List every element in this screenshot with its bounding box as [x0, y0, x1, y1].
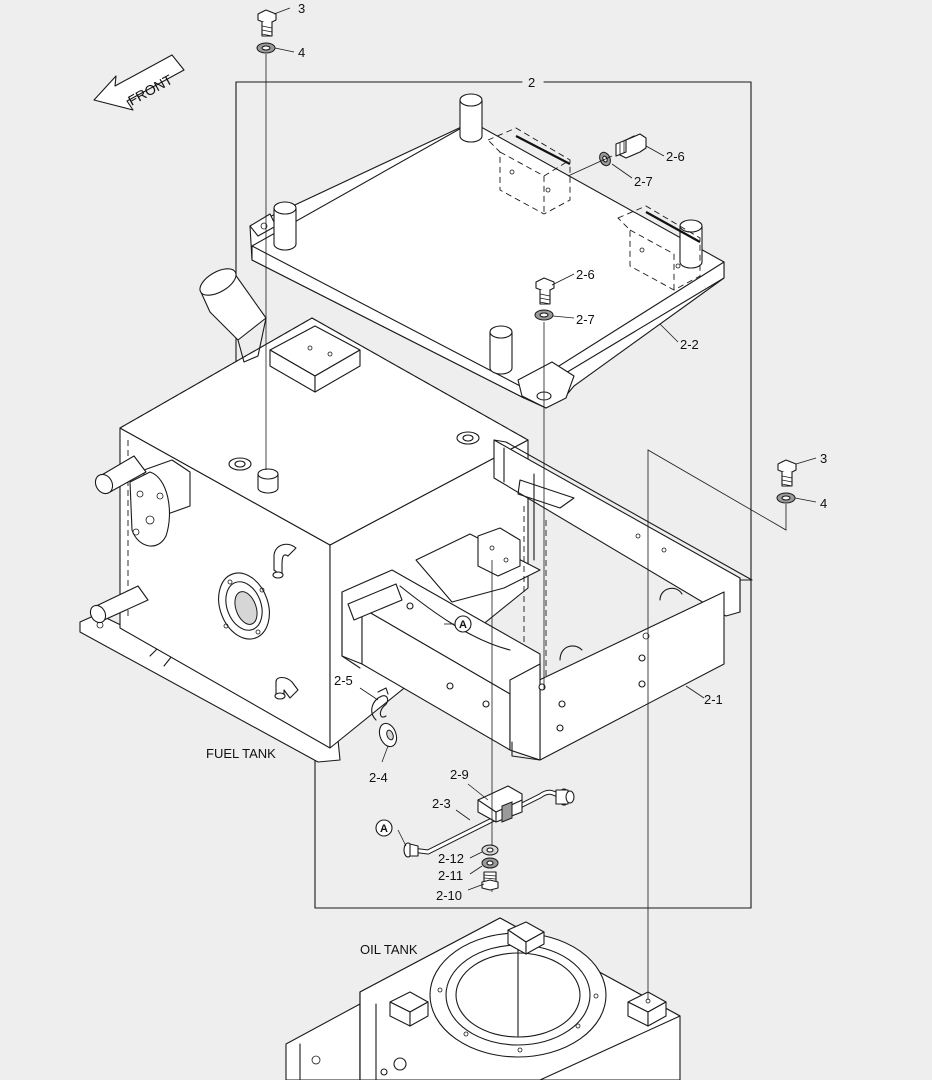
clamp-2-9 — [477, 785, 523, 823]
front-direction-arrow: FRONT — [93, 54, 185, 111]
callout-4-top: 4 — [298, 45, 305, 60]
fuel-tank-label: FUEL TANK — [206, 746, 276, 761]
callout-2-9: 2-9 — [450, 767, 469, 782]
callout-2-6-middle: 2-6 — [576, 267, 595, 282]
svg-text:A: A — [459, 619, 467, 631]
washer-2-11 — [481, 857, 499, 869]
svg-text:A: A — [380, 823, 388, 835]
clip-2-5 — [371, 687, 389, 721]
callout-2-1: 2-1 — [704, 692, 723, 707]
connection-marker-a-upper: A — [454, 615, 472, 633]
bolt-2-6-upper — [615, 133, 647, 159]
grommet-2-4 — [378, 722, 398, 748]
bolt-3-right — [777, 459, 797, 487]
callout-2-7-middle: 2-7 — [576, 312, 595, 327]
bolt-2-10 — [481, 871, 499, 891]
cover-plate — [249, 93, 725, 409]
bolt-3-top — [257, 9, 277, 37]
callout-2-7-upper: 2-7 — [634, 174, 653, 189]
oil-tank-label: OIL TANK — [360, 942, 418, 957]
callout-2-3: 2-3 — [432, 796, 451, 811]
callout-4-right: 4 — [820, 496, 827, 511]
pipe-2-3 — [403, 788, 575, 858]
oil-tank — [285, 917, 681, 1080]
washer-2-7-middle — [534, 309, 554, 321]
bolt-2-6-middle — [535, 277, 555, 305]
callout-labels: 2 3 4 2-6 2-7 2-6 2-7 2-2 3 4 2-1 2-5 2-… — [298, 1, 827, 903]
callout-3-top: 3 — [298, 1, 305, 16]
callout-2-4: 2-4 — [369, 770, 388, 785]
nut-2-12 — [481, 844, 499, 856]
washer-4-top — [256, 42, 276, 54]
connection-marker-a-lower: A — [375, 819, 393, 837]
callout-2-11: 2-11 — [438, 868, 463, 883]
assembly-lines — [265, 54, 787, 1000]
callout-leaders — [273, 7, 817, 891]
callout-3-right: 3 — [820, 451, 827, 466]
callout-2-10: 2-10 — [436, 888, 462, 903]
callout-2-5: 2-5 — [334, 673, 353, 688]
callout-2-2: 2-2 — [680, 337, 699, 352]
callout-2: 2 — [528, 75, 535, 90]
callout-2-12: 2-12 — [438, 851, 464, 866]
mounting-frame — [341, 439, 753, 761]
washer-4-right — [776, 492, 796, 504]
callout-2-6-upper: 2-6 — [666, 149, 685, 164]
